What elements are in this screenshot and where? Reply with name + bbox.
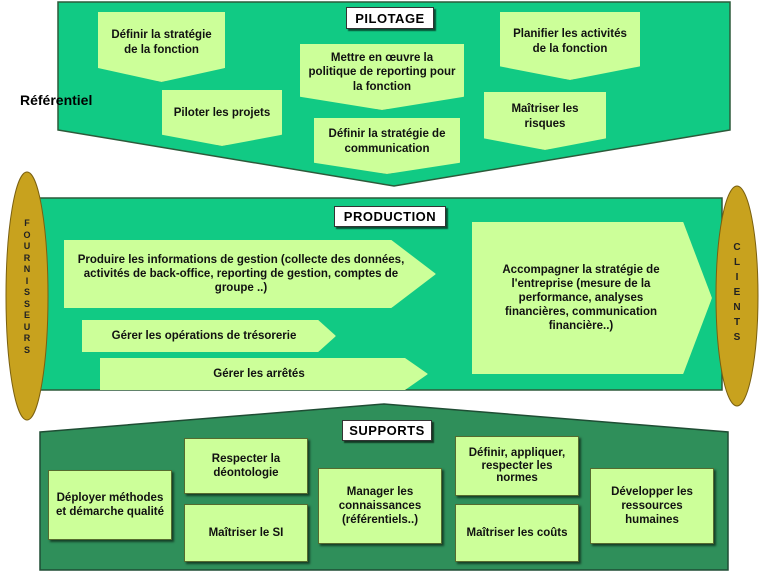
- side-label-letter: R: [23, 333, 31, 343]
- side-label-letter: E: [23, 310, 30, 320]
- supports-box-deontologie: Respecter la déontologie: [184, 438, 308, 494]
- fournisseurs-ellipse: [5, 171, 49, 421]
- supports-box-couts: Maîtriser les coûts: [455, 504, 579, 562]
- side-label-letter: N: [23, 264, 31, 274]
- side-label-letter: T: [733, 317, 741, 328]
- side-label-letter: F: [24, 218, 30, 228]
- side-label-letter: I: [735, 272, 739, 283]
- side-label-letter: I: [25, 275, 29, 286]
- side-label-letter: U: [23, 321, 31, 332]
- side-label-letter: S: [23, 298, 30, 309]
- side-label-letter: U: [23, 241, 31, 251]
- pilotage-box-communication: Définir la stratégie de communication: [314, 118, 460, 174]
- pilotage-box-reporting: Mettre en œuvre la politique de reportin…: [300, 44, 464, 110]
- production-box-accompagner: Accompagner la stratégie de l'entreprise…: [472, 222, 712, 374]
- side-label-letter: N: [733, 302, 741, 313]
- side-label-letter: R: [23, 252, 31, 263]
- pilotage-box-risques: Maîtriser les risques: [484, 92, 606, 150]
- pilotage-box-strategie: Définir la stratégie de la fonction: [98, 12, 225, 82]
- clients-ellipse: [715, 185, 759, 407]
- side-label-letter: S: [733, 332, 741, 343]
- production-box-arretes: Gérer les arrêtés: [100, 358, 428, 390]
- supports-box-connaissances: Manager les connaissances (référentiels.…: [318, 468, 442, 544]
- supports-box-normes: Définir, appliquer, respecter les normes: [455, 436, 579, 496]
- pilotage-box-planifier: Planifier les activités de la fonction: [500, 12, 640, 80]
- supports-box-si: Maîtriser le SI: [184, 504, 308, 562]
- production-title: PRODUCTION: [334, 206, 446, 227]
- production-box-informations: Produire les informations de gestion (co…: [64, 240, 436, 308]
- referentiel-label: Référentiel: [20, 92, 93, 108]
- side-label-letter: O: [23, 229, 31, 240]
- side-label-letter: S: [23, 287, 30, 297]
- side-label-letter: L: [733, 257, 741, 268]
- side-label-letter: C: [733, 242, 741, 253]
- supports-box-rh: Développer les ressources humaines: [590, 468, 714, 544]
- side-label-letter: S: [23, 344, 30, 355]
- pilotage-box-piloter: Piloter les projets: [162, 90, 282, 146]
- pilotage-title: PILOTAGE: [346, 7, 434, 29]
- production-box-tresorerie: Gérer les opérations de trésorerie: [82, 320, 336, 352]
- supports-title: SUPPORTS: [342, 420, 432, 441]
- supports-box-methodes: Déployer méthodes et démarche qualité: [48, 470, 172, 540]
- side-label-letter: E: [733, 287, 741, 298]
